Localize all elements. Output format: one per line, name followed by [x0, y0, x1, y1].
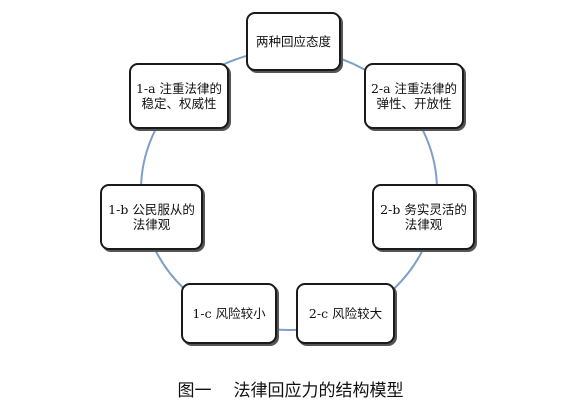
node-1a-stability-authority: 1-a 注重法律的 稳定、权威性 [129, 63, 229, 129]
figure-label: 图一 [177, 381, 212, 401]
node-2b-pragmatic-view: 2-b 务实灵活的 法律观 [372, 184, 475, 250]
node-line: 两种回应态度 [255, 34, 331, 49]
node-2c-higher-risk: 2-c 风险较大 [296, 283, 395, 344]
node-line: 2-b 务实灵活的 [380, 202, 467, 217]
node-line: 稳定、权威性 [141, 96, 217, 111]
node-line: 2-c 风险较大 [308, 306, 383, 321]
node-two-response-attitudes: 两种回应态度 [246, 12, 341, 71]
node-line: 1-a 注重法律的 [135, 81, 223, 96]
figure-caption: 图一 法律回应力的结构模型 [0, 376, 581, 401]
node-1b-citizen-obedience-view: 1-b 公民服从的 法律观 [100, 184, 203, 250]
node-line: 法律观 [404, 217, 443, 232]
node-line: 弹性、开放性 [376, 96, 452, 111]
node-line: 1-b 公民服从的 [108, 202, 195, 217]
node-line: 法律观 [132, 217, 171, 232]
node-2a-flexibility-openness: 2-a 注重法律的 弹性、开放性 [364, 63, 464, 129]
node-line: 1-c 风险较小 [192, 306, 266, 321]
figure-title: 法律回应力的结构模型 [233, 381, 404, 401]
node-1c-lower-risk: 1-c 风险较小 [181, 283, 277, 344]
node-line: 2-a 注重法律的 [370, 81, 458, 96]
